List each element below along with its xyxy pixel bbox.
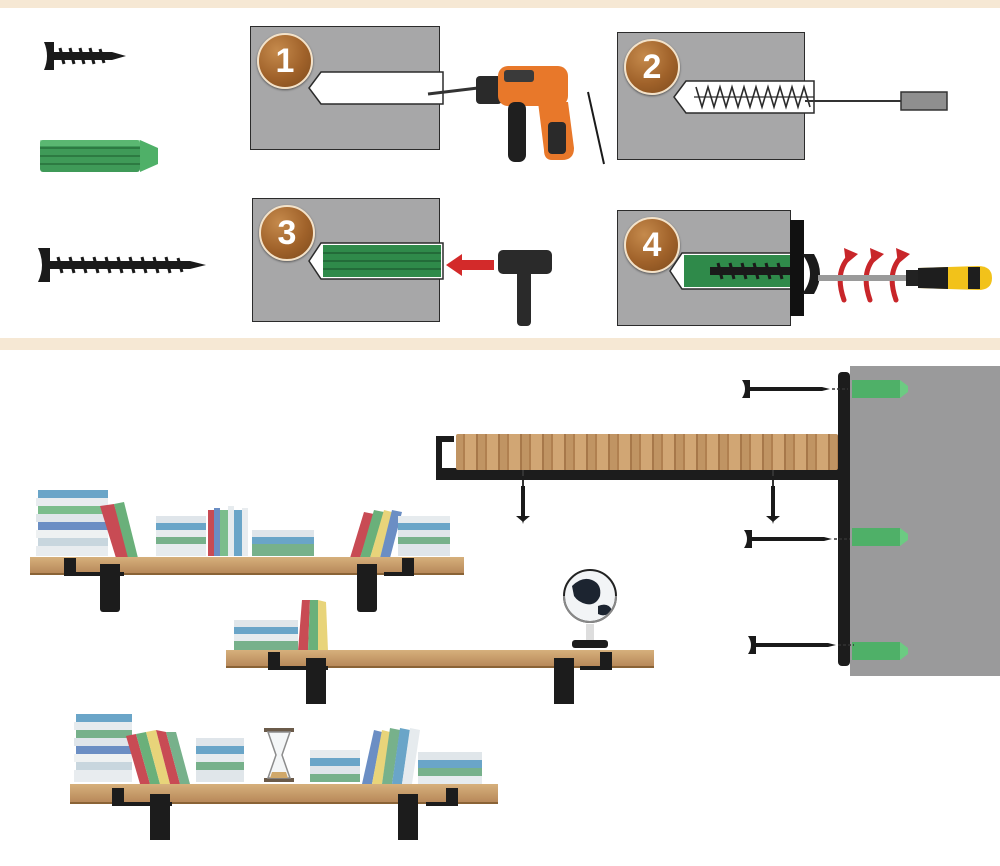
step-1-badge: 1: [257, 33, 313, 89]
wall-screw-top-icon: [742, 380, 848, 398]
cleaning-brush-graphic: [673, 80, 815, 114]
mallet-icon: [498, 250, 552, 326]
wall-anchor-middle-icon: [852, 528, 908, 546]
shelf-2-books: [234, 600, 328, 651]
shelf-screw-left-icon: [516, 486, 530, 524]
step-4-badge: 4: [624, 217, 680, 273]
step-2-panel: 2: [617, 32, 815, 160]
shelf-2-bracket-arm-right: [580, 652, 612, 670]
wall-anchor-bottom-icon: [852, 642, 908, 660]
shelf-1-bracket-left: [100, 564, 120, 612]
wall-anchor-top-icon: [852, 380, 908, 398]
shelf-1-bracket-arm-left: [64, 558, 124, 576]
shelf-3-board: [70, 784, 498, 804]
shelf-screw-right-icon: [766, 486, 780, 524]
shelf-1-board: [30, 557, 464, 575]
screw-in-anchor-graphic: [669, 252, 795, 290]
shelf-1-books: [36, 490, 450, 558]
shelf-2-board: [226, 650, 654, 668]
short-screw-icon: [44, 42, 126, 70]
hourglass-icon: [264, 728, 294, 782]
shelf-2-bracket-arm-left: [268, 652, 328, 670]
drilled-hole-graphic: [308, 71, 444, 105]
power-drill-icon: [427, 66, 605, 165]
step-2-badge: 2: [624, 39, 680, 95]
step-3-badge: 3: [259, 205, 315, 261]
step-4-panel: 4: [617, 210, 795, 326]
long-screw-icon: [38, 248, 206, 282]
wood-shelf-cross-section: [456, 434, 838, 470]
wall-screw-bottom-icon: [748, 636, 854, 654]
shelf-1-bracket-right: [357, 564, 377, 612]
brush-handle-icon: [805, 91, 948, 111]
screw-head-icon: [802, 254, 820, 294]
top-band: [0, 0, 1000, 8]
wall-bracket-arm: [452, 468, 844, 480]
shelf-2-bracket-right: [554, 658, 574, 704]
shelf-1-bracket-arm-right: [384, 558, 414, 576]
shelf-3-books: [74, 714, 482, 784]
step-1-panel: 1: [250, 26, 444, 150]
screwdriver-icon: [818, 266, 992, 290]
divider-band: [0, 338, 1000, 350]
inserted-anchor-graphic: [308, 242, 444, 280]
shelf-3-bracket-right: [398, 794, 418, 840]
mounting-plate: [790, 220, 804, 316]
wall-section: [850, 366, 1000, 676]
wall-bracket-vertical: [838, 372, 850, 666]
wall-anchor-icon: [40, 140, 158, 172]
desk-globe-icon: [563, 569, 617, 648]
bracket-lip: [436, 436, 458, 480]
step-3-panel: 3: [252, 198, 444, 322]
shelf-scene: [0, 350, 1000, 866]
wall-screw-middle-icon: [744, 530, 850, 548]
shelf-3-bracket-arm-left: [112, 788, 172, 806]
installation-steps-panel: 1 2 3: [0, 8, 1000, 338]
push-arrow-icon: [446, 254, 494, 276]
shelf-3-bracket-arm-right: [426, 788, 458, 806]
